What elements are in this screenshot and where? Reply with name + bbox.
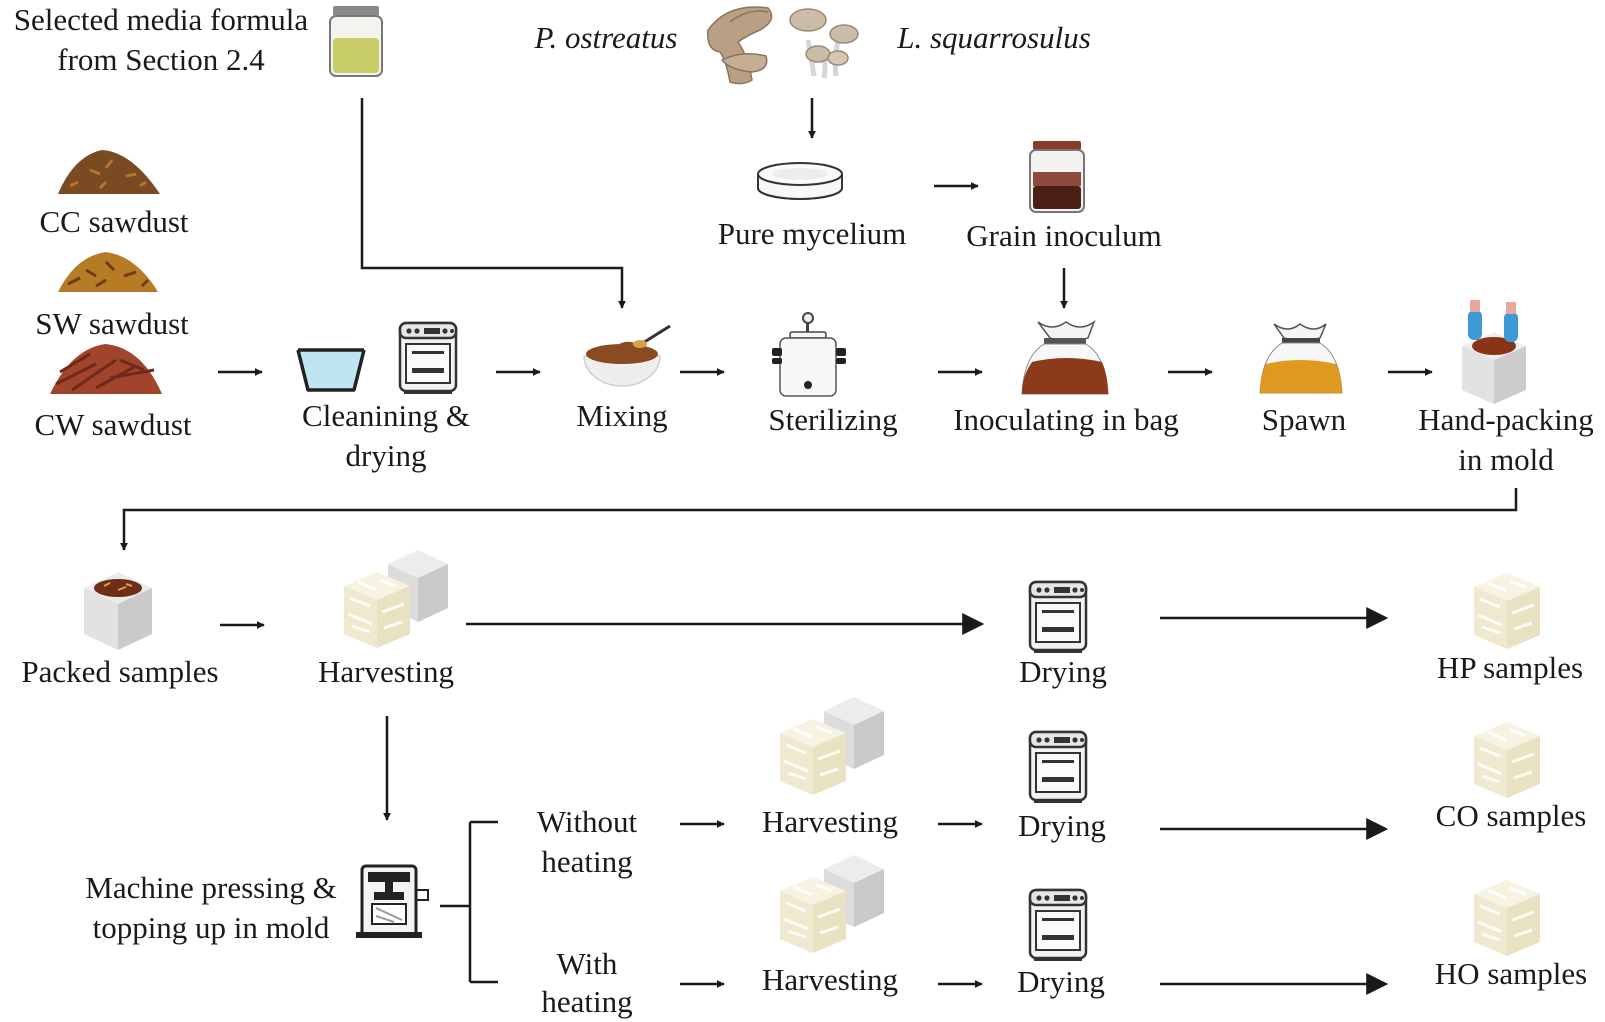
ho-sample-block-icon (1472, 878, 1542, 958)
hp-samples-label: HP samples (1436, 650, 1584, 685)
press-machine-icon (356, 864, 429, 938)
grain-inoculum-label: Grain inoculum (966, 218, 1162, 253)
oven-icon (1028, 730, 1088, 805)
without-heating-label: heating (541, 844, 633, 879)
oven-icon (398, 321, 458, 396)
connector-lines (120, 98, 1518, 984)
cc-sawdust-icon (58, 150, 160, 194)
harvesting-label: Harvesting (761, 804, 899, 839)
hp-sample-block-icon (1472, 571, 1542, 651)
harvesting-icon (344, 550, 448, 648)
autoclave-icon (772, 312, 846, 397)
mixing-label: Mixing (576, 398, 668, 433)
media-jar-icon (329, 6, 383, 77)
oven-icon (1028, 888, 1088, 963)
sterilizing-label: Sterilizing (768, 402, 898, 437)
sw-sawdust-icon (58, 252, 158, 292)
split-gill-mushroom-icon (789, 8, 859, 79)
drying-label: Drying (1019, 654, 1107, 689)
hand-packing-label: in mold (1458, 442, 1554, 477)
packed-samples-label: Packed samples (21, 654, 219, 689)
harvesting-icon (780, 855, 884, 953)
machine-pressing-label: Machine pressing & (85, 870, 337, 905)
with-heating-label: heating (541, 984, 633, 1019)
harvesting-label: Harvesting (317, 654, 455, 689)
hand-packing-label: Hand-packing (1418, 402, 1594, 437)
spawn-bag-icon (1259, 323, 1343, 394)
drying-label: Drying (1018, 808, 1106, 843)
co-sample-block-icon (1472, 720, 1542, 800)
species-label-l-squarrosulus: L. squarrosulus (897, 20, 1091, 55)
species-label-p-ostreatus: P. ostreatus (534, 20, 678, 55)
ho-samples-label: HO samples (1434, 956, 1588, 991)
hand-packing-mold-icon (1462, 300, 1526, 404)
media-formula-label: Selected media formula (13, 2, 309, 37)
cw-sawdust-icon (50, 344, 162, 394)
co-samples-label: CO samples (1435, 798, 1587, 833)
inoculating-bag-icon (1021, 319, 1109, 395)
pure-mycelium-label: Pure mycelium (717, 216, 907, 251)
cleaning-drying-label: drying (345, 438, 427, 473)
media-formula-label: from Section 2.4 (57, 42, 265, 77)
mixing-bowl-icon (583, 324, 671, 387)
oven-icon (1028, 580, 1088, 655)
water-basin-icon (296, 348, 366, 392)
cc-sawdust-label: CC sawdust (39, 204, 189, 239)
cw-sawdust-label: CW sawdust (34, 407, 192, 442)
sw-sawdust-label: SW sawdust (35, 306, 189, 341)
harvesting-icon (780, 697, 884, 795)
cleaning-drying-label: Cleanining & (302, 398, 470, 433)
petri-dish-icon (757, 162, 843, 200)
without-heating-label: Without (536, 804, 638, 839)
step-arrows (218, 182, 1433, 995)
harvesting-label: Harvesting (761, 962, 899, 997)
spawn-label: Spawn (1261, 402, 1347, 437)
drying-label: Drying (1017, 964, 1105, 999)
with-heating-label: With (556, 946, 618, 981)
machine-pressing-label: topping up in mold (92, 910, 330, 945)
oyster-mushroom-icon (707, 6, 773, 85)
grain-inoculum-jar-icon (1029, 141, 1085, 213)
inoculating-label: Inoculating in bag (953, 402, 1179, 437)
packed-samples-icon (84, 572, 152, 650)
